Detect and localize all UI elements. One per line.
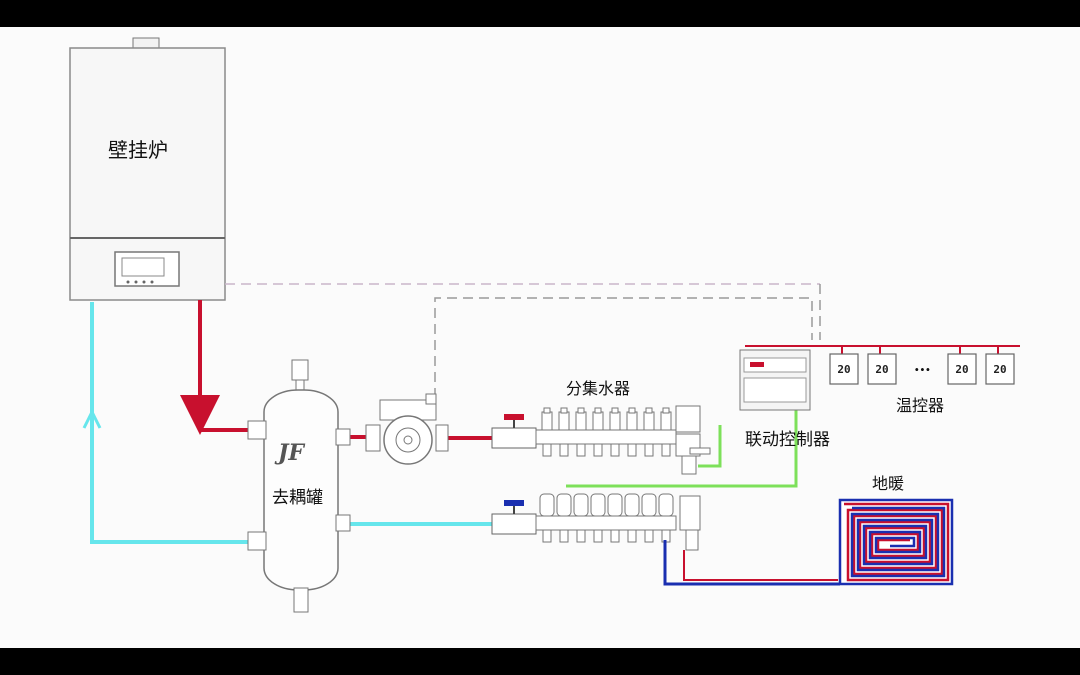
supply-manifold — [535, 407, 677, 457]
letterbox-bottom — [0, 648, 1080, 675]
return-manifold — [535, 493, 677, 543]
return-manifold-port — [641, 493, 657, 543]
letterbox-top — [0, 0, 1080, 27]
thermostat: 20 — [867, 353, 897, 385]
thermostat: 20 — [829, 353, 859, 385]
floor-pipes — [663, 540, 840, 586]
supply-manifold-port — [626, 407, 638, 457]
control-wire — [566, 410, 798, 488]
return-valve — [491, 500, 537, 535]
decoupler-label: 去耦罐 — [272, 488, 323, 508]
return-manifold-port — [556, 493, 572, 543]
thermostat-display: 20 — [955, 363, 968, 376]
boiler-label: 壁挂炉 — [108, 138, 168, 162]
thermostat-display: 20 — [875, 363, 888, 376]
thermostat-group: 20 20 20 20 — [829, 353, 1015, 385]
floor-heating-coil — [838, 498, 954, 586]
supply-actuator-valve — [675, 405, 711, 475]
wall-boiler — [69, 37, 226, 301]
supply-manifold-port — [575, 407, 587, 457]
supply-manifold-port — [660, 407, 672, 457]
thermostat: 20 — [985, 353, 1015, 385]
supply-manifold-port — [592, 407, 604, 457]
return-manifold-port — [539, 493, 555, 543]
controller-label: 联动控制器 — [745, 430, 830, 450]
floor-heating-label: 地暖 — [872, 474, 905, 493]
linkage-controller — [739, 349, 811, 411]
thermostat-display: 20 — [837, 363, 850, 376]
return-manifold-port — [658, 493, 674, 543]
decoupler-tank — [247, 359, 351, 613]
power-bus — [745, 345, 1020, 354]
supply-valve — [491, 414, 537, 449]
thermostat: 20 — [947, 353, 977, 385]
supply-pipe — [180, 300, 492, 440]
supply-manifold-port — [643, 407, 655, 457]
circulation-pump — [365, 393, 449, 465]
supply-manifold-port — [541, 407, 553, 457]
thermostat-ellipsis: ... — [914, 356, 931, 375]
signal-wires — [225, 283, 821, 398]
thermostat-label: 温控器 — [896, 396, 945, 415]
decoupler-logo: JF — [278, 440, 305, 466]
return-manifold-port — [573, 493, 589, 543]
return-manifold-port — [607, 493, 623, 543]
return-actuator-valve — [679, 495, 701, 551]
return-pipe — [82, 302, 492, 544]
return-manifold-port — [590, 493, 606, 543]
manifold-label: 分集水器 — [566, 379, 631, 398]
thermostat-display: 20 — [993, 363, 1006, 376]
return-manifold-port — [624, 493, 640, 543]
supply-manifold-port — [558, 407, 570, 457]
supply-manifold-port — [609, 407, 621, 457]
